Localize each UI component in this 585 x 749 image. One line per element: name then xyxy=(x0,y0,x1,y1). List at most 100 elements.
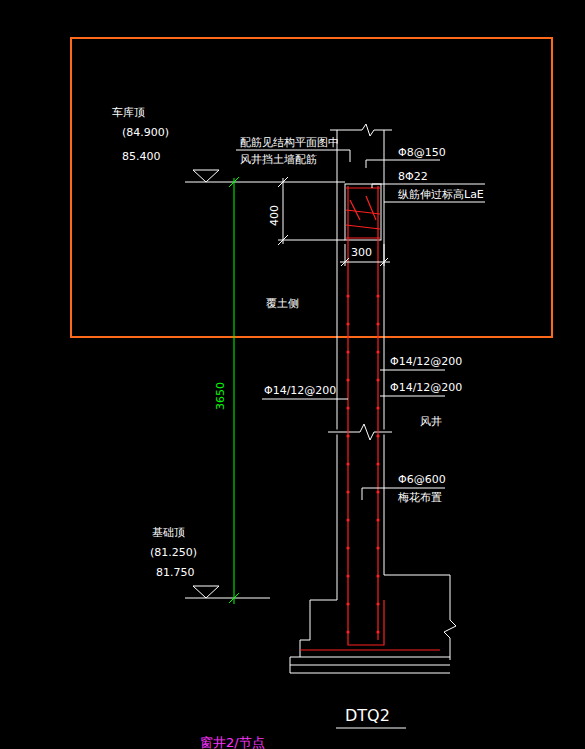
rebar-callout: Φ14/12@200 xyxy=(264,384,336,397)
drawing-stroke xyxy=(366,196,376,220)
rebar-dot xyxy=(346,406,349,409)
dimension-3650 xyxy=(229,177,239,604)
rebar-dot xyxy=(346,462,349,465)
rebar-dot xyxy=(376,490,379,493)
side-label: 风井 xyxy=(420,415,442,428)
rebar-dot xyxy=(376,602,379,605)
rebar-dot xyxy=(376,462,379,465)
note-text: 风井挡土墙配筋 xyxy=(240,153,317,166)
rebar-dot xyxy=(376,378,379,381)
drawing-stroke xyxy=(380,396,445,397)
highlight-frame xyxy=(71,38,552,337)
drawing-stroke xyxy=(346,237,380,238)
drawing-stroke xyxy=(377,186,378,640)
drawing-stroke xyxy=(290,657,291,673)
drawing-stroke xyxy=(346,210,380,214)
drawing-stroke xyxy=(337,130,338,600)
drawing-stroke xyxy=(328,424,392,440)
drawing-stroke xyxy=(384,130,385,575)
drawing-stroke xyxy=(348,186,384,645)
drawing-stroke xyxy=(229,177,239,187)
leader-lines xyxy=(236,150,485,728)
rebar-callout: 8Φ22 xyxy=(398,170,428,183)
drawing-stroke xyxy=(262,399,348,400)
level-value: (84.900) xyxy=(122,126,169,139)
rebar-callout: Φ8@150 xyxy=(398,146,446,159)
drawing-title: DTQ2 xyxy=(345,706,390,725)
drawing-stroke xyxy=(300,649,440,650)
rebar-dot xyxy=(376,574,379,577)
note-text: 配筋见结构平面图中 xyxy=(240,136,339,149)
dimension-text: 400 xyxy=(268,205,281,226)
drawing-stroke xyxy=(310,600,337,640)
rebar-dot xyxy=(346,630,349,633)
drawing-stroke xyxy=(384,202,485,203)
rebar-dot xyxy=(376,350,379,353)
level-name: 车库顶 xyxy=(112,106,145,119)
level-value: (81.250) xyxy=(150,546,197,559)
drawing-stroke xyxy=(336,728,406,729)
drawing-stroke xyxy=(290,665,450,666)
rebar-dot xyxy=(346,434,349,437)
dimensions xyxy=(278,177,390,266)
rebar xyxy=(300,186,440,650)
rebar-dot xyxy=(346,378,349,381)
drawing-stroke xyxy=(229,593,239,603)
drawing-stroke xyxy=(193,170,219,182)
drawing-stroke xyxy=(278,240,345,241)
drawing-stroke xyxy=(346,187,380,188)
drawing-stroke xyxy=(340,262,390,263)
drawing-stroke xyxy=(366,160,440,168)
drawing-stroke xyxy=(346,225,380,229)
drawing-stroke xyxy=(185,598,270,599)
drawing-stroke xyxy=(380,370,445,371)
rebar-dot xyxy=(346,602,349,605)
drawing-stroke xyxy=(290,657,450,658)
rebar-dot xyxy=(346,490,349,493)
drawing-stroke xyxy=(278,177,288,187)
level-name: 基础顶 xyxy=(152,526,185,539)
note-text: 纵筋伸过标高LaE xyxy=(398,188,484,201)
drawing-caption: 窗井2/节点 xyxy=(200,734,265,749)
drawing-stroke xyxy=(380,258,388,266)
rebar-dot xyxy=(376,322,379,325)
rebar-dot xyxy=(346,518,349,521)
level-markers xyxy=(185,170,345,598)
rebar-dot xyxy=(346,322,349,325)
drawing-stroke xyxy=(330,124,392,136)
drawing-stroke xyxy=(350,200,360,220)
rebar-dot xyxy=(376,434,379,437)
rebar-dots xyxy=(346,294,379,633)
rebar-dot xyxy=(346,294,349,297)
drawing-stroke xyxy=(328,424,392,440)
rebar-callout: Φ14/12@200 xyxy=(390,355,462,368)
level-value: 81.750 xyxy=(156,566,195,579)
drawing-stroke xyxy=(384,575,450,620)
rebar-dot xyxy=(376,630,379,633)
side-label: 覆土侧 xyxy=(266,297,299,310)
drawing-stroke xyxy=(345,184,381,240)
rebar-dot xyxy=(376,406,379,409)
drawing-stroke xyxy=(185,182,345,183)
drawing-stroke xyxy=(341,258,349,266)
drawing-stroke xyxy=(372,184,485,188)
drawing-stroke xyxy=(193,586,219,598)
rebar-callout: Φ14/12@200 xyxy=(390,381,462,394)
drawing-stroke xyxy=(290,673,450,674)
drawing-stroke xyxy=(444,620,456,660)
rebar-callout: Φ6@600 xyxy=(398,473,446,486)
dimension-text: 3650 xyxy=(214,382,227,410)
dimension-text: 300 xyxy=(351,246,372,259)
drawing-stroke xyxy=(300,640,310,641)
note-text: 梅花布置 xyxy=(398,491,442,504)
drawing-stroke xyxy=(234,178,235,604)
rebar-dot xyxy=(376,546,379,549)
rebar-dot xyxy=(346,574,349,577)
rebar-dot xyxy=(376,518,379,521)
drawing-stroke xyxy=(283,178,284,244)
rebar-dot xyxy=(376,294,379,297)
drawing-stroke xyxy=(300,640,301,657)
level-value: 85.400 xyxy=(122,150,161,163)
rebar-dot xyxy=(346,350,349,353)
